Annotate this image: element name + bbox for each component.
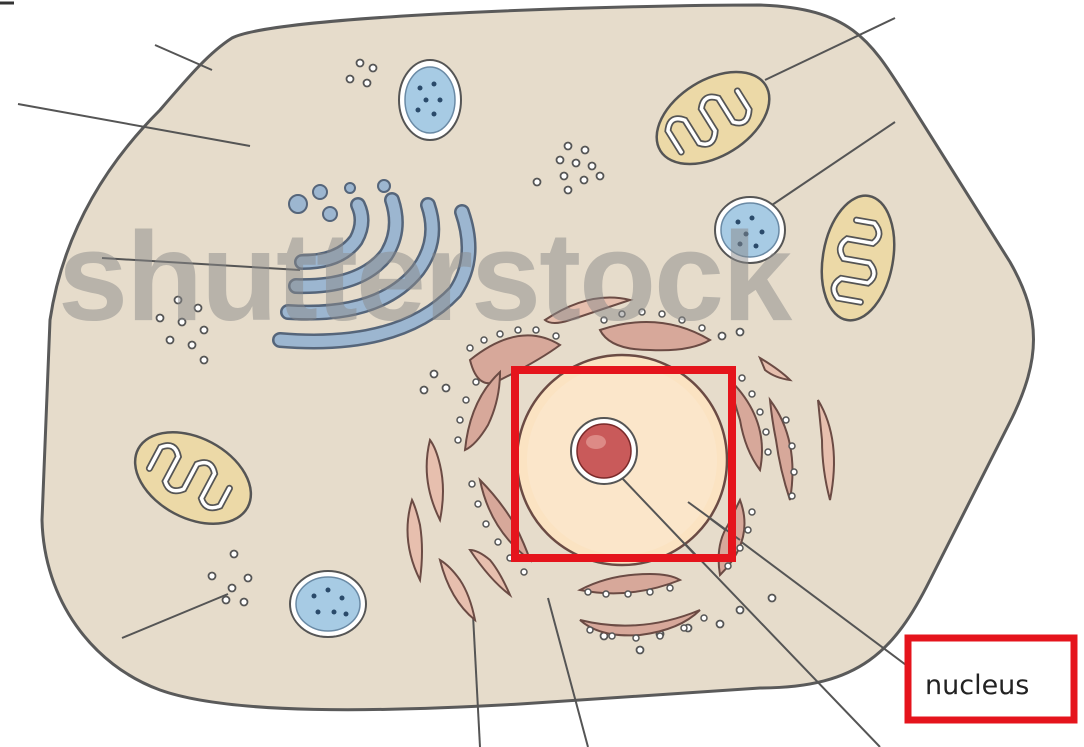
nucleus-label-text: nucleus bbox=[925, 670, 1029, 701]
nucleolus-shine bbox=[586, 435, 606, 449]
nucleolus-core bbox=[577, 424, 631, 478]
lysosome-bottom bbox=[290, 571, 366, 637]
nucleus-label: nucleus bbox=[908, 638, 1074, 720]
nucleus bbox=[517, 355, 727, 565]
watermark: shutterstock bbox=[58, 206, 793, 347]
lysosome-top bbox=[399, 60, 461, 140]
label-line-cell-membrane bbox=[155, 45, 212, 70]
